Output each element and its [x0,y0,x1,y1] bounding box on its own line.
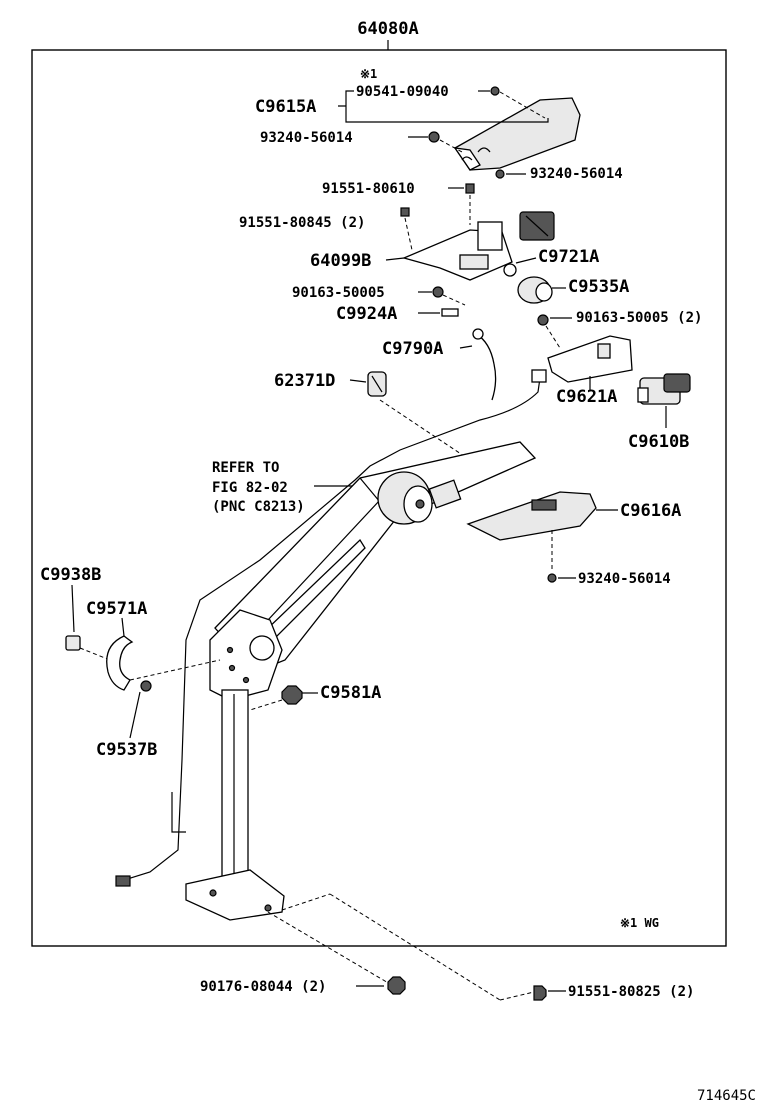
label-c9537b: C9537B [96,740,157,760]
nut-c9537b [140,680,152,692]
wire-connector-bottom [115,875,131,887]
cap-c9938b [65,635,81,651]
footnote-text: ※1 WG [620,916,659,930]
assembly-number: 64080A [357,19,418,39]
winch-motor [377,471,433,525]
label-93240-c: 93240-56014 [578,571,671,587]
bolt-90541 [490,86,500,96]
screw-90163-b [537,314,549,326]
bolt-91551-80610 [465,183,475,194]
label-c9790a: C9790A [382,339,443,359]
label-c9535a: C9535A [568,277,629,297]
label-c9938b: C9938B [40,565,101,585]
label-90541: 90541-09040 [356,84,449,100]
label-90163-a: 90163-50005 [292,285,385,301]
nut-90176 [387,976,406,995]
pad-c9616a [466,491,597,541]
label-c9610b: C9610B [628,432,689,452]
screw-90163-a [432,286,444,298]
label-91551-80825: 91551-80825 (2) [568,984,694,1000]
label-91551-80610: 91551-80610 [322,181,415,197]
label-91551-80845: 91551-80845 (2) [239,215,365,231]
figure-code: 714645C [697,1088,756,1104]
bracket-c9621a [547,335,633,383]
part-c9721a [503,263,517,277]
label-64099b: 64099B [310,251,371,271]
label-90163-b: 90163-50005 (2) [576,310,702,326]
hook-c9571a [106,635,134,691]
assembly-frame [31,49,727,947]
label-c9581a: C9581A [320,683,381,703]
support-post [185,689,285,921]
bolt-91551-80845 [400,207,410,217]
cover-c9615a [453,97,581,171]
label-c9571a: C9571A [86,599,147,619]
screw-93240-c [547,573,557,583]
bolt-91551-80825 [533,985,547,1001]
pivot-plate [209,609,283,701]
label-93240-a: 93240-56014 [260,130,353,146]
screw-93240-a [428,131,440,143]
screw-93240-b [495,169,505,179]
actuator-c9610b [637,373,691,405]
wire-connector-top [531,369,547,383]
label-c9721a: C9721A [538,247,599,267]
label-c9924a: C9924A [336,304,397,324]
wire-harness [123,377,541,881]
refer-note-line3: (PNC C8213) [212,499,305,515]
refer-note-line1: REFER TO [212,460,279,476]
part-c9924a [441,308,459,317]
grommet-62371d [367,371,387,397]
knob-c9581a [281,685,303,705]
label-62371d: 62371D [274,371,335,391]
footnote-mark: ※1 [360,67,377,81]
cable-c9790a [475,333,497,401]
label-93240-b: 93240-56014 [530,166,623,182]
label-c9615a: C9615A [255,97,316,117]
switch-block [519,211,555,241]
label-c9616a: C9616A [620,501,681,521]
refer-note-line2: FIG 82-02 [212,480,288,496]
part-c9535a [517,276,553,304]
bracket-64099b [402,221,513,281]
label-90176: 90176-08044 (2) [200,979,326,995]
label-c9621a: C9621A [556,387,617,407]
